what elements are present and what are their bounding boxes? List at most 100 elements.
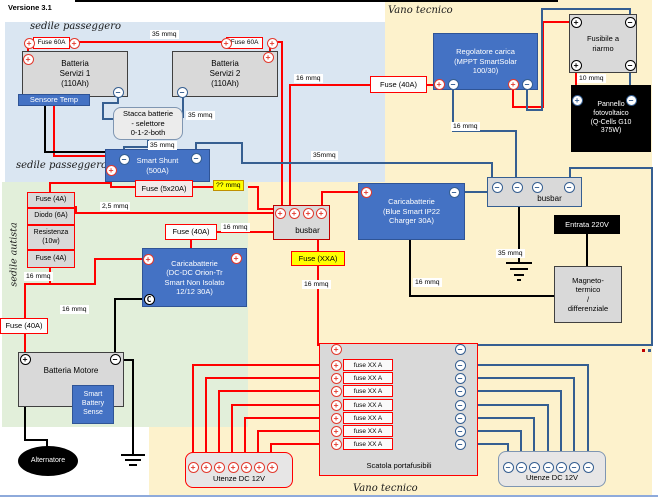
wire-segment (94, 258, 96, 285)
wire-segment (44, 104, 46, 153)
minus-terminal: − (176, 86, 188, 98)
plus-terminal: + (330, 412, 342, 424)
busbar-negative-label: busbar (537, 194, 562, 203)
sensore-temp: Sensore Temp (18, 94, 90, 106)
label-sedile-autista: sedile autista (8, 222, 20, 287)
wire-segment (117, 96, 119, 104)
wire-segment (53, 155, 106, 157)
wire-segment (241, 142, 243, 164)
plus-terminal: + (142, 253, 154, 265)
wire-segment (132, 359, 134, 455)
wire-segment (205, 377, 207, 462)
wire-segment (541, 8, 543, 111)
wire-segment (517, 279, 521, 281)
wire-segment (24, 334, 26, 354)
wire-segment (49, 182, 51, 192)
wire-segment (466, 417, 535, 419)
minus-terminal: − (454, 412, 466, 424)
wire-segment (466, 390, 562, 392)
minus-terminal: − (447, 78, 459, 90)
plus-terminal: + (187, 461, 199, 473)
stacca-batterie-selector: Stacca batterie - selettore 0-1-2-both (113, 107, 183, 140)
wire-segment (182, 96, 184, 118)
wire-segment (321, 191, 323, 208)
plus-terminal: + (315, 207, 327, 219)
fuse-row-4: fuse XX A (343, 399, 393, 411)
wire-label-10mmq: 10 mmq (577, 74, 606, 84)
wire-segment (560, 390, 562, 462)
wire-segment (206, 377, 331, 379)
wire-segment (317, 266, 319, 346)
plus-terminal: + (330, 399, 342, 411)
wire-segment (248, 186, 258, 188)
plus-terminal: + (330, 359, 342, 371)
wire-segment (49, 182, 111, 184)
wire-segment (547, 404, 549, 462)
wire-segment (195, 142, 243, 144)
plus-terminal: + (253, 461, 265, 473)
wire-segment (409, 295, 555, 297)
wire-segment (244, 417, 246, 462)
wire-segment (460, 191, 488, 193)
wire-segment (466, 404, 549, 406)
plus-terminal: + (68, 37, 80, 49)
wire-segment (651, 167, 653, 346)
wire-segment (271, 443, 331, 445)
plus-terminal: + (23, 37, 35, 49)
wire-label-16mmq-fuse40: 16 mmq (221, 223, 250, 233)
wire-segment (452, 90, 454, 132)
wire-segment (269, 47, 271, 54)
wire-segment (629, 9, 631, 18)
wire-label-16mmq-fusexx: 16 mmq (302, 280, 331, 290)
wire-segment (317, 240, 319, 251)
plus-terminal: + (302, 207, 314, 219)
minus-terminal: − (542, 461, 554, 473)
fuse-4a-2: Fuse (4A) (27, 250, 75, 268)
wire-segment (46, 439, 48, 447)
wire-segment (542, 21, 570, 23)
wire-segment (218, 390, 220, 462)
plus-terminal: + (262, 51, 274, 63)
wire-segment (452, 130, 517, 132)
wire-segment (409, 240, 411, 297)
minus-terminal: − (502, 461, 514, 473)
busbar-positive-label: busbar (295, 226, 320, 235)
wire-segment (245, 417, 331, 419)
wire-segment (466, 364, 588, 366)
utenze-dc-left-label: Utenze DC 12V (212, 474, 266, 483)
wire-segment (75, 212, 275, 214)
fuse-row-2: fuse XX A (343, 372, 393, 384)
wire-segment (491, 162, 493, 177)
minus-terminal: − (454, 343, 466, 355)
wire-segment (95, 258, 142, 260)
label-sedile-passeggero-top: sedile passeggero (30, 21, 122, 32)
wire-label-35mmq-top: 35 mmq (150, 30, 179, 40)
wire-segment (541, 8, 631, 10)
plus-terminal: + (330, 425, 342, 437)
wire-label-unknown-mmq: ?? mmq (213, 180, 244, 192)
wire-label-35mmq-stacca-right: 35 mmq (186, 111, 215, 121)
wire-segment (629, 72, 631, 95)
wire-segment (121, 454, 145, 456)
plus-terminal: + (105, 164, 117, 176)
wire-segment (24, 283, 26, 318)
fuse-row-6: fuse XX A (343, 425, 393, 437)
plus-terminal: + (570, 16, 582, 28)
alternatore: Alternatore (18, 446, 78, 476)
wire-segment (466, 377, 575, 379)
wire-segment (24, 439, 48, 441)
wire-segment (102, 102, 104, 120)
wire-segment (514, 274, 524, 276)
wire-segment (281, 42, 283, 210)
bottom-border-line (0, 495, 658, 497)
entrata-220v: Entrata 220V (554, 215, 620, 234)
wire-label-16mmq-mppt-feed: 16 mmq (294, 74, 323, 84)
plus-terminal: + (230, 252, 242, 264)
battery-servizi-1: Batteria Servizi 1 (110Ah) (22, 51, 128, 97)
wire-segment (120, 359, 134, 361)
wire-segment (193, 364, 331, 366)
wire-segment (427, 84, 435, 86)
plus-terminal: + (19, 353, 31, 365)
minus-terminal: − (555, 461, 567, 473)
wire-segment (510, 268, 528, 270)
